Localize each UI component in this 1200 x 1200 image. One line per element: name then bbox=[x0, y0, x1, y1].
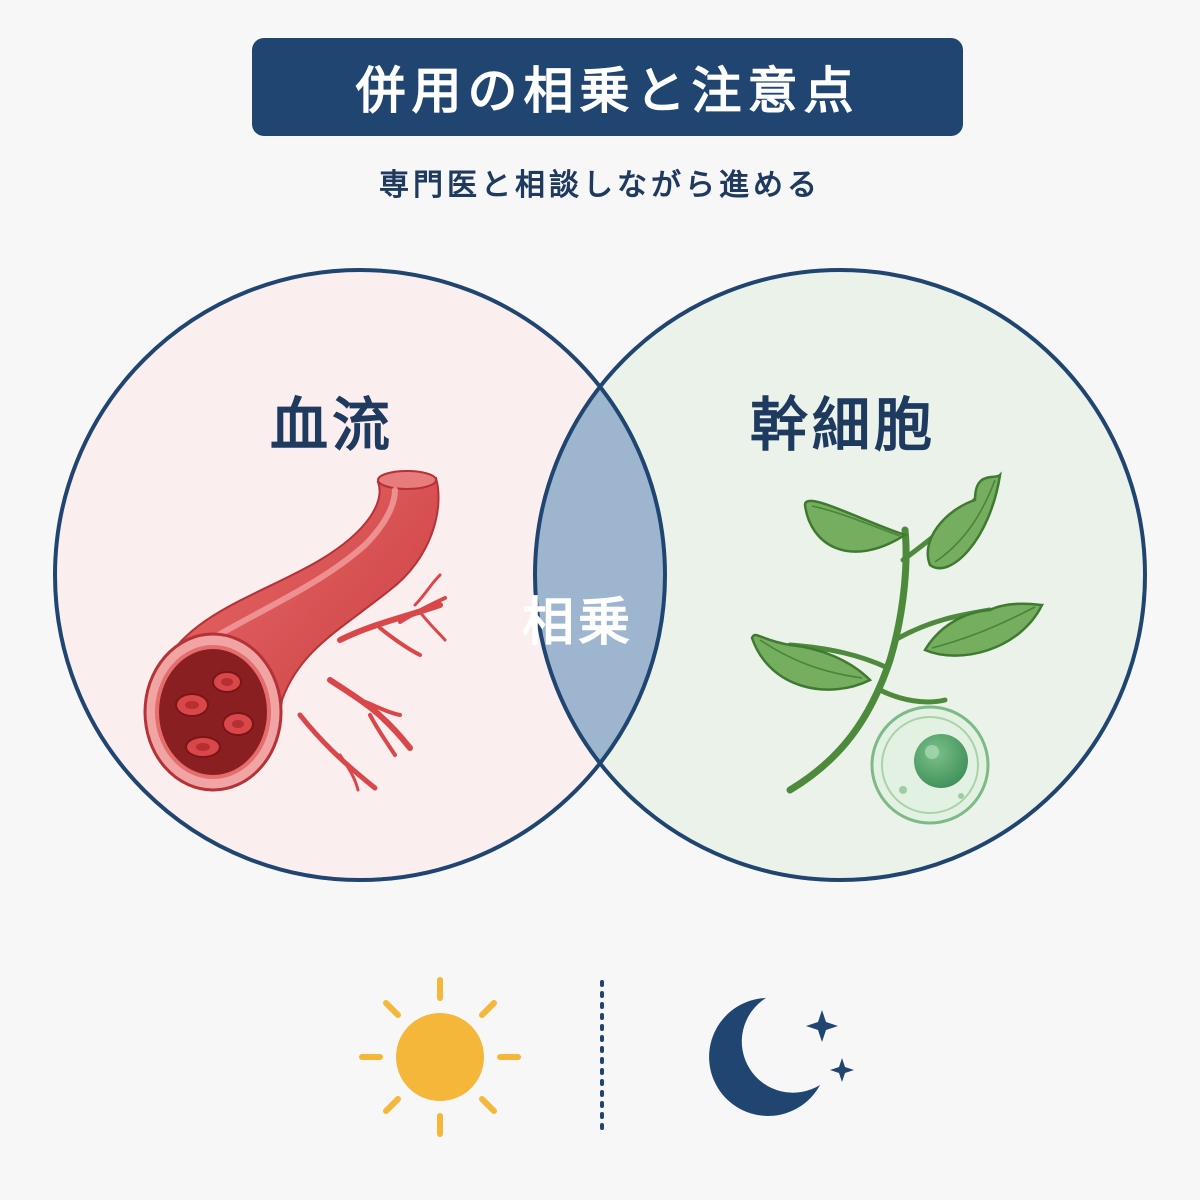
overlap-label: 相乗 bbox=[522, 593, 635, 653]
right-circle bbox=[535, 270, 1145, 880]
page-title: 併用の相乗と注意点 bbox=[355, 62, 860, 120]
page-subtitle: 専門医と相談しながら進める bbox=[379, 168, 821, 203]
blood-vessel-icon bbox=[143, 470, 447, 792]
leaf-and-cell-icon bbox=[750, 471, 1045, 825]
sun-icon bbox=[359, 977, 521, 1137]
moon-and-stars-icon bbox=[709, 998, 854, 1116]
left-circle-label: 血流 bbox=[270, 391, 395, 459]
title-banner: 併用の相乗と注意点 bbox=[252, 38, 963, 136]
right-circle-label: 幹細胞 bbox=[750, 391, 937, 459]
